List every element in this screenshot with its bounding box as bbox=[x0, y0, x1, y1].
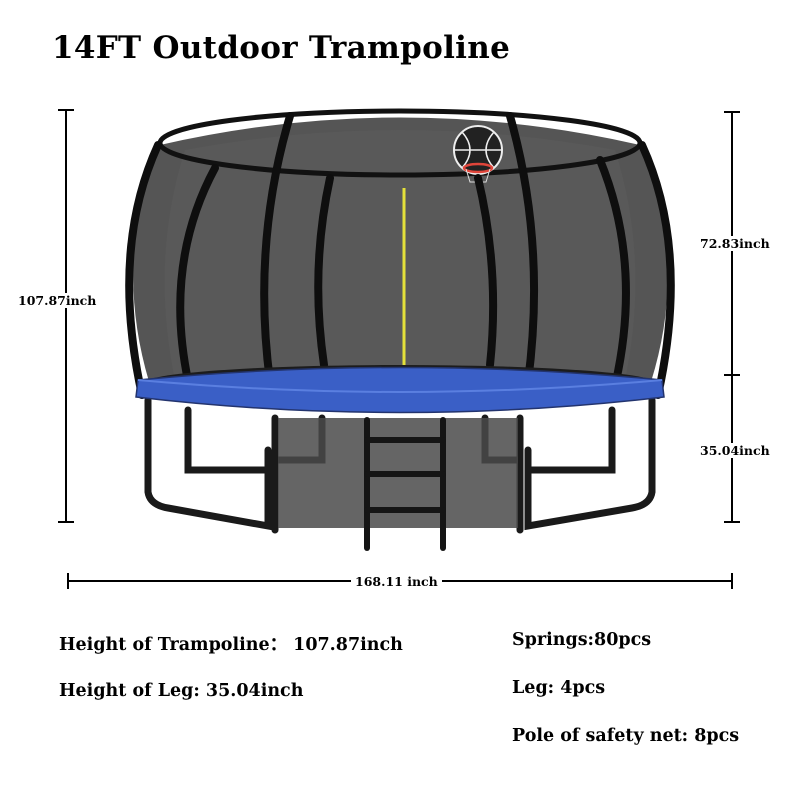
spec-leg-height: Height of Leg:35.04inch bbox=[59, 681, 303, 701]
spec-trampoline-height: Height of Trampoline：107.87inch bbox=[59, 631, 403, 656]
basketball-hoop bbox=[453, 125, 503, 183]
diameter-label: 168.11 inch bbox=[351, 574, 442, 589]
ladder bbox=[364, 417, 446, 551]
spec-leg-height-label: Height of Leg: bbox=[59, 681, 200, 701]
leg-height-label: 35.04inch bbox=[700, 443, 770, 458]
page-title: 14FT Outdoor Trampoline bbox=[52, 30, 511, 66]
total-height-label: 107.87inch bbox=[18, 293, 97, 308]
spec-net-poles: Pole of safety net: 8pcs bbox=[512, 726, 740, 746]
safety-net-inner bbox=[164, 130, 636, 380]
spec-springs: Springs:80pcs bbox=[512, 630, 652, 650]
enclosure-poles bbox=[125, 112, 675, 402]
net-height-label: 72.83inch bbox=[700, 236, 770, 251]
spec-trampoline-height-value: 107.87inch bbox=[293, 635, 403, 655]
frame-pad bbox=[135, 366, 665, 414]
total-height-dimension-line bbox=[58, 109, 74, 523]
spec-leg-height-value: 35.04inch bbox=[205, 681, 304, 701]
spec-legs: Leg: 4pcs bbox=[512, 678, 606, 698]
spec-trampoline-height-label: Height of Trampoline： bbox=[59, 635, 288, 655]
